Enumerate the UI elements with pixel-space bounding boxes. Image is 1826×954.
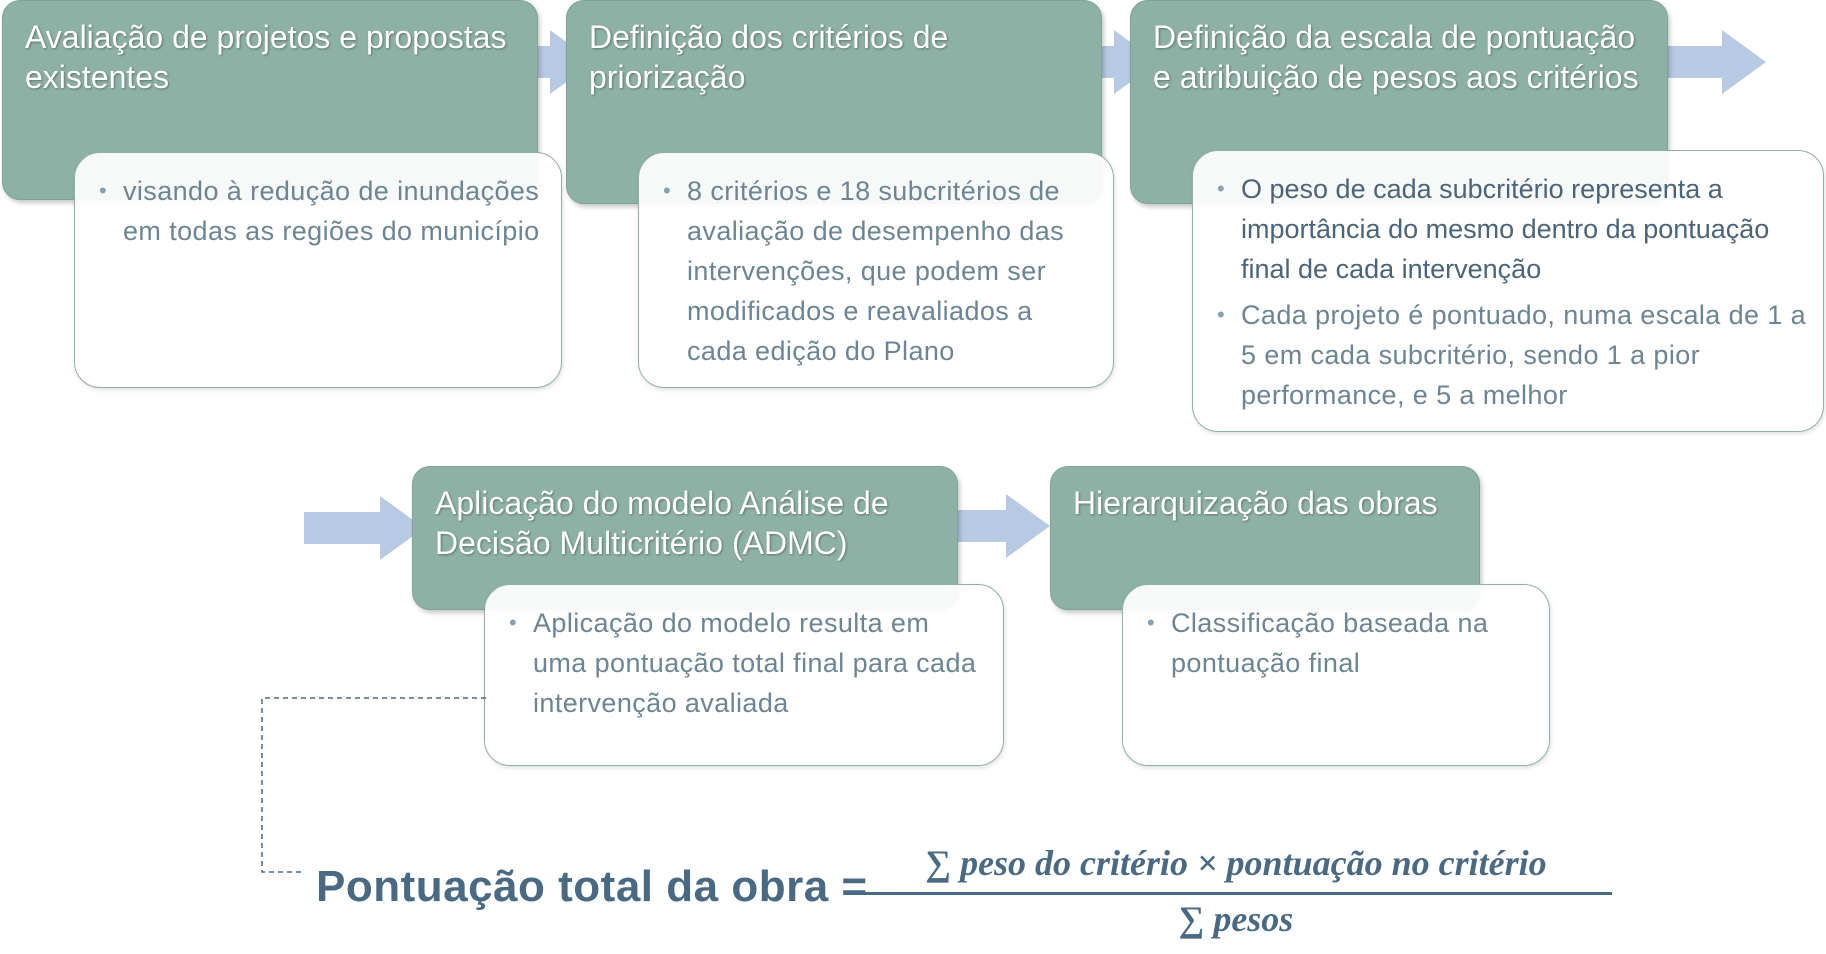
- bullet-item: •Aplicação do modelo resulta em uma pont…: [507, 603, 989, 723]
- bullet-dot-icon: •: [1217, 302, 1226, 327]
- bullet-item: •Cada projeto é pontuado, numa escala de…: [1215, 295, 1809, 415]
- step-title: Definição da escala de pontuação e atrib…: [1153, 19, 1639, 95]
- bullet-dot-icon: •: [1147, 610, 1156, 635]
- flow-arrow-3: [1646, 30, 1766, 94]
- bullet-item: •O peso de cada subcritério representa a…: [1215, 169, 1809, 289]
- bullet-item: •8 critérios e 18 subcritérios de avalia…: [661, 171, 1099, 371]
- bullet-item: •visando à redução de inundações em toda…: [97, 171, 547, 251]
- detail-box-ranking: •Classificação baseada na pontuação fina…: [1122, 584, 1550, 766]
- bullet-dot-icon: •: [509, 610, 518, 635]
- detail-box-admc: •Aplicação do modelo resulta em uma pont…: [484, 584, 1004, 766]
- detail-box-scale-weights: •O peso de cada subcritério representa a…: [1192, 150, 1824, 432]
- detail-box-criteria: •8 critérios e 18 subcritérios de avalia…: [638, 152, 1114, 388]
- detail-box-evaluation: •visando à redução de inundações em toda…: [74, 152, 562, 388]
- flow-arrow-4: [304, 496, 424, 560]
- bullet-dot-icon: •: [663, 178, 672, 203]
- fraction-bar: [860, 892, 1612, 895]
- formula-numerator: ∑ peso do critério × pontuação no critér…: [925, 843, 1547, 883]
- step-title: Definição dos critérios de priorização: [589, 19, 949, 95]
- formula-label: Pontuação total da obra =: [316, 862, 868, 911]
- bullet-item: •Classificação baseada na pontuação fina…: [1145, 603, 1535, 683]
- formula-denominator: ∑ pesos: [1178, 899, 1294, 939]
- flow-arrow-5: [930, 494, 1050, 558]
- bullet-dot-icon: •: [99, 178, 108, 203]
- step-title: Aplicação do modelo Análise de Decisão M…: [435, 485, 889, 561]
- step-title: Avaliação de projetos e propostas existe…: [25, 19, 507, 95]
- bullet-dot-icon: •: [1217, 176, 1225, 201]
- step-title: Hierarquização das obras: [1073, 485, 1438, 521]
